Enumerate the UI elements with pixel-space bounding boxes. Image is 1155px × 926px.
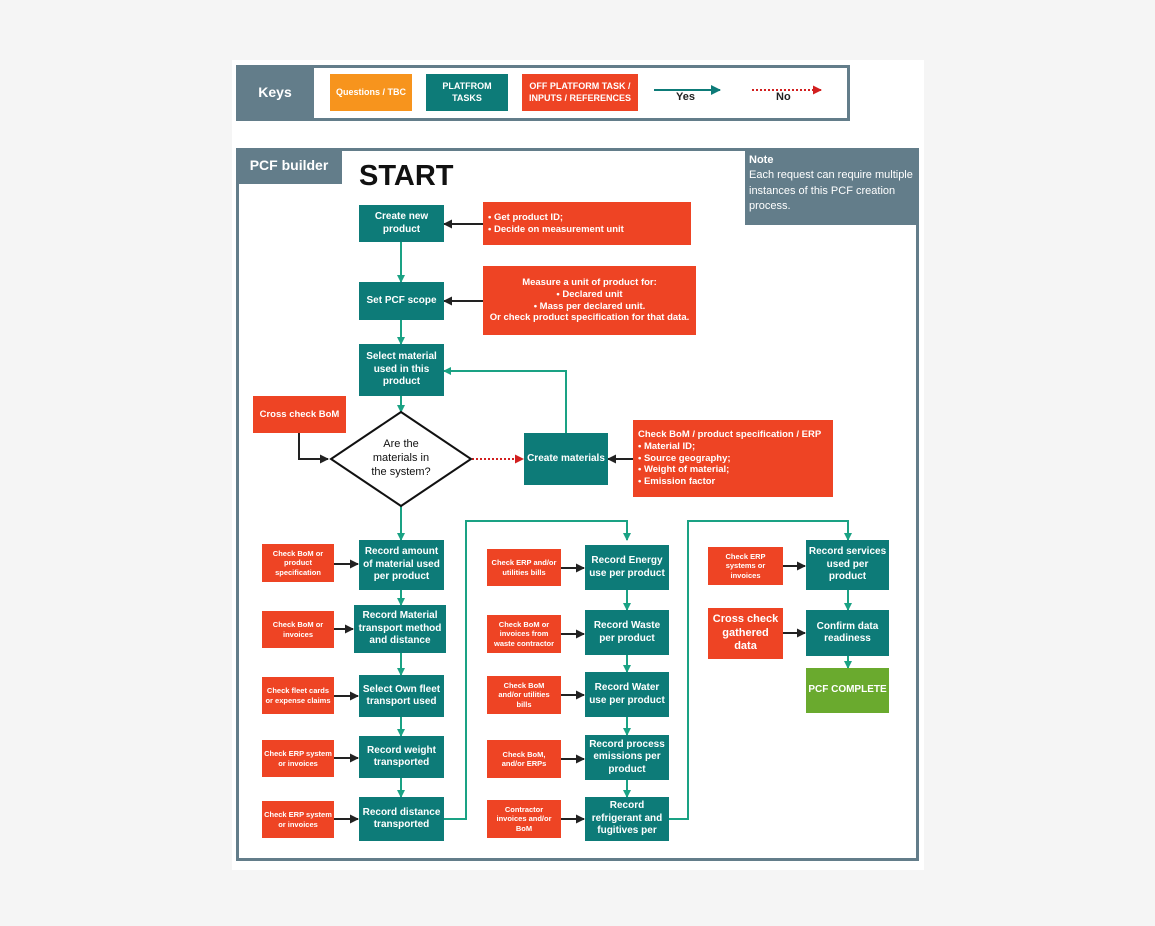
pcf-complete-node: PCF COMPLETE [806,668,889,713]
c2-check-bom-erps: Check BoM, and/or ERPs [487,740,561,778]
note-panel: Note Each request can require multiple i… [745,148,919,225]
c2-check-waste-contractor: Check BoM or invoices from waste contrac… [487,615,561,653]
start-title: START [359,160,454,192]
key-no-label: No [776,91,791,103]
set-pcf-scope-node: Set PCF scope [359,282,444,320]
record-refrigerant-node: Record refrigerant and fugitives per [585,797,669,841]
get-product-id-note: • Get product ID; • Decide on measuremen… [483,202,691,245]
key-platform-tasks: PLATFROM TASKS [426,74,508,111]
c1-check-fleet-cards: Check fleet cards or expense claims [262,677,334,714]
record-services-node: Record services used per product [806,540,889,590]
measure-unit-note: Measure a unit of product for: • Declare… [483,266,696,335]
select-material-node: Select material used in this product [359,344,444,396]
record-energy-node: Record Energy use per product [585,545,669,590]
pcf-builder-frame [236,148,919,861]
create-new-product-node: Create new product [359,205,444,242]
c1-check-bom-spec: Check BoM or product specification [262,544,334,582]
key-questions: Questions / TBC [330,74,412,111]
check-bom-spec-note: Check BoM / product specification / ERP … [633,420,833,497]
pcf-builder-tab: PCF builder [236,148,342,184]
record-weight-node: Record weight transported [359,736,444,778]
record-amount-material-node: Record amount of material used per produ… [359,540,444,590]
flow-create-materials-loop [443,367,567,433]
decision-text: Are the materials in the system? [371,438,431,478]
record-waste-node: Record Waste per product [585,610,669,655]
record-distance-node: Record distance transported [359,797,444,841]
c1-check-bom-invoices: Check BoM or invoices [262,611,334,648]
cross-check-gathered-data-note: Cross check gathered data [708,608,783,659]
select-own-fleet-node: Select Own fleet transport used [359,675,444,717]
note-text: Each request can require multiple instan… [749,169,913,213]
c1-check-erp-invoices-2: Check ERP system or invoices [262,801,334,838]
key-off-platform: OFF PLATFORM TASK / INPUTS / REFERENCES [522,74,638,111]
record-material-transport-node: Record Material transport method and dis… [354,605,446,653]
c2-check-erp-utilities: Check ERP and/or utilities bills [487,549,561,586]
create-materials-node: Create materials [524,433,608,485]
confirm-data-readiness-node: Confirm data readiness [806,610,889,656]
c1-to-c2 [444,520,631,820]
decision-diamond [329,410,473,508]
record-water-node: Record Water use per product [585,672,669,717]
c1-check-erp-invoices-1: Check ERP system or invoices [262,740,334,777]
keys-title: Keys [236,65,314,121]
note-title: Note [749,154,774,166]
input-cross-check-bom [298,433,329,464]
c2-check-bom-utilities: Check BoM and/or utilities bills [487,676,561,714]
key-yes-label: Yes [676,91,695,103]
c2-to-c3 [669,520,852,820]
c3-check-erp-systems: Check ERP systems or invoices [708,547,783,585]
c2-check-contractor-invoices: Contractor invoices and/or BoM [487,800,561,838]
record-process-emissions-node: Record process emissions per product [585,735,669,780]
cross-check-bom-note: Cross check BoM [253,396,346,433]
